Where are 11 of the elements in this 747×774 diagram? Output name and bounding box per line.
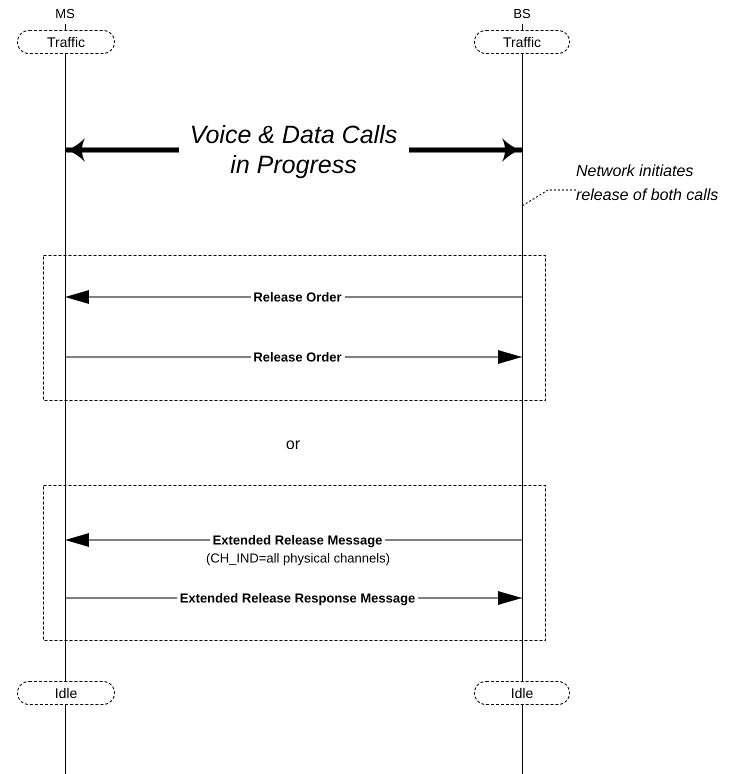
message-label: Extended Release Response Message <box>176 590 418 606</box>
parameter-text: (CH_IND=all physical channels) <box>206 550 390 566</box>
state-box: Traffic <box>17 30 115 54</box>
state-box: Idle <box>474 681 570 705</box>
state-box: Traffic <box>474 30 570 54</box>
message-label: Extended Release Message <box>210 532 386 548</box>
state-box: Idle <box>17 681 115 705</box>
message-label: Release Order <box>250 290 345 304</box>
message-label: Release Order <box>250 350 345 364</box>
alternative-text: or <box>286 436 300 454</box>
note-text: Network initiates release of both calls <box>576 160 746 235</box>
